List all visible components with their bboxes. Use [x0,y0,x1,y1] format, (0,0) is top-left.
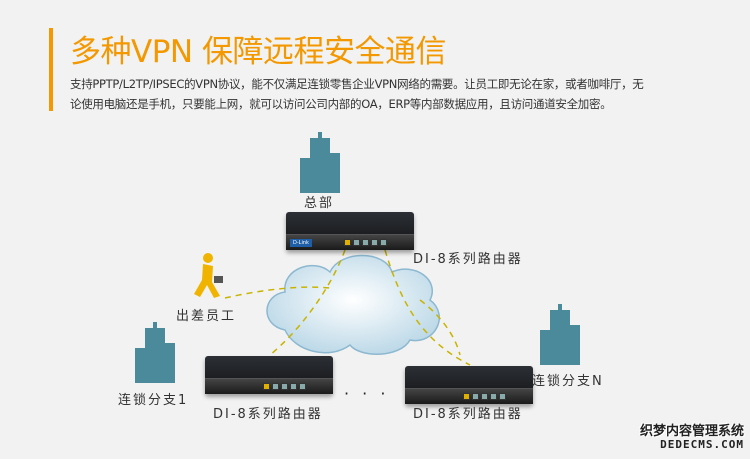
branchN-building-icon [540,304,580,365]
cloud-icon [266,254,440,355]
branchN-router-label: DI-8系列路由器 [413,407,523,422]
traveler-icon [194,253,223,298]
branch1-building-icon [135,322,175,383]
branch1-router-icon [205,356,333,394]
hq-router-label: DI-8系列路由器 [413,252,523,267]
branchN-label: 连锁分支N [532,374,604,389]
watermark-url: DEDECMS.COM [660,438,744,451]
branch1-router-label: DI-8系列路由器 [213,407,323,422]
hq-router-icon: D-Link [286,212,414,250]
vpn-links [224,249,471,366]
router-brand: D-Link [290,239,312,247]
watermark-title: 织梦内容管理系统 [639,424,744,439]
hq-label: 总部 [304,196,335,211]
hq-building-icon [300,132,340,193]
page-title: 多种VPN 保障远程安全通信 [70,34,446,70]
accent-bar [49,28,53,111]
description-line-2: 论使用电脑还是手机，只要能上网，就可以访问公司内部的OA，ERP等内部数据应用，… [70,97,612,111]
ellipsis: · · · [344,384,390,403]
branch1-label: 连锁分支1 [118,393,189,408]
traveler-label: 出差员工 [176,309,237,324]
description-line-1: 支持PPTP/L2TP/IPSEC的VPN协议，能不仅满足连锁零售企业VPN网络… [70,77,644,91]
branchN-router-icon [405,366,533,404]
